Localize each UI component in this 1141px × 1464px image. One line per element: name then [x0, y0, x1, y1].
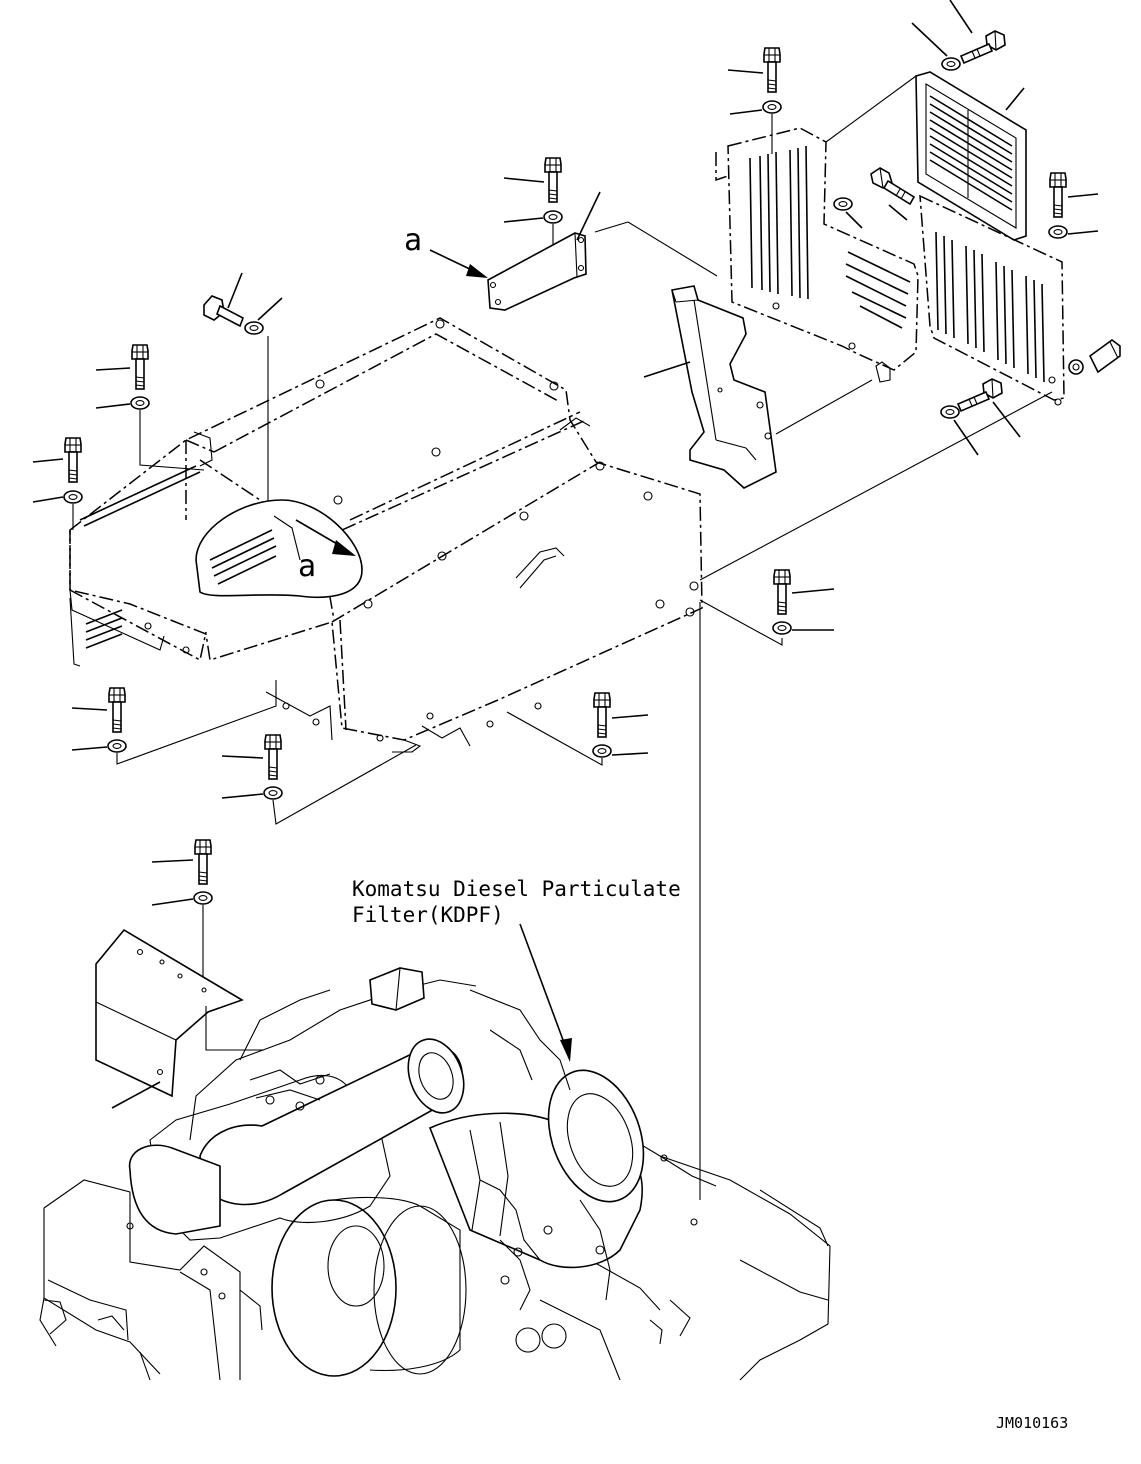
support-bracket: [643, 285, 873, 489]
callout-view-a: a: [79, 465, 363, 599]
bolt-washer-set-grille-top: [911, 0, 1006, 71]
engine-cover-plate: [95, 928, 264, 1109]
drawing-id: JM010163: [996, 1414, 1068, 1432]
kdpf-label-line2: Filter(KDPF): [352, 903, 504, 927]
bolt-washer-set-top-left: [203, 272, 283, 520]
bolt-washer-set-right-cover: [1048, 172, 1099, 239]
bolt-washer-set-front-right: [506, 692, 649, 766]
callout-label-a: a: [404, 223, 422, 258]
bolt-washer-set-left: [32, 437, 83, 530]
callout-label-a-view: a: [298, 549, 316, 584]
rear-cover-perforated: [715, 75, 919, 383]
callout-a-arrow: a: [404, 223, 488, 278]
grille-louver: [915, 71, 1027, 241]
bracket-a: [487, 191, 718, 311]
kdpf-label-line1: Komatsu Diesel Particulate: [352, 877, 681, 901]
bolt-washer-set-front-left: [71, 680, 277, 765]
bolt-washer-set-left-upper: [95, 344, 205, 471]
bolt-washer-set-front-mid: [221, 734, 417, 825]
bolt-washer-set-rear-cover-top: [727, 47, 782, 154]
bolt-washer-set-lower-right: [940, 378, 1021, 456]
bolt-washer-set-right-side: [699, 569, 835, 646]
side-cover-right: [699, 194, 1065, 581]
bolt-washer-set-mid: [833, 167, 915, 229]
kdpf-label: Komatsu Diesel Particulate Filter(KDPF): [352, 877, 681, 1062]
bolt-washer-set-far-right: [1068, 339, 1121, 375]
kdpf-engine-assembly: [39, 967, 831, 1381]
